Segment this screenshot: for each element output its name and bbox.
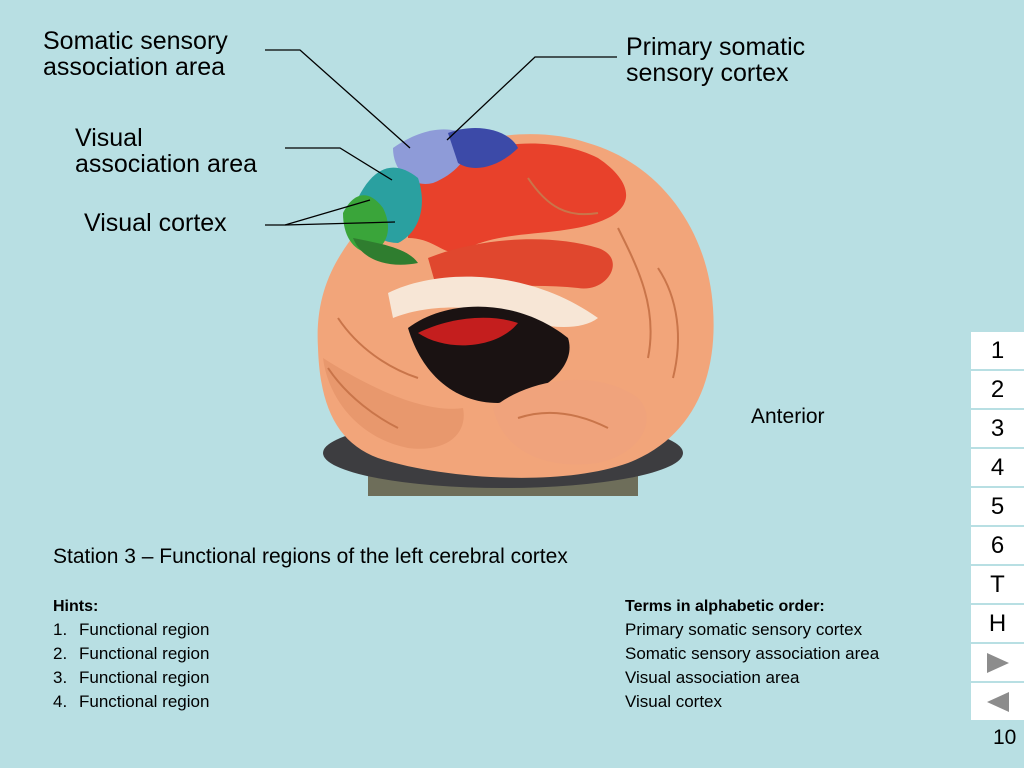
orientation-label: Anterior [751, 405, 825, 428]
previous-button[interactable] [971, 683, 1024, 720]
term-item: Visual cortex [625, 692, 723, 711]
nav-button-1[interactable]: 1 [971, 332, 1024, 369]
term-item: Somatic sensory association area [625, 644, 880, 663]
hint-item: 4.Functional region [53, 692, 210, 711]
primary-somatic-region [408, 143, 627, 253]
hints-list: 1.Functional region 2.Functional region … [53, 618, 209, 714]
terms-heading: Terms in alphabetic order: [625, 598, 825, 615]
hint-item: 3.Functional region [53, 668, 210, 687]
station-navigation: 1 2 3 4 5 6 T H [971, 332, 1024, 722]
label-somatic-association-area: Somatic sensory association area [43, 27, 228, 81]
nav-button-6[interactable]: 6 [971, 527, 1024, 564]
term-item: Primary somatic sensory cortex [625, 620, 863, 639]
nav-button-2[interactable]: 2 [971, 371, 1024, 408]
nav-button-h[interactable]: H [971, 605, 1024, 642]
hint-item: 2.Functional region [53, 644, 210, 663]
somatic-association-region [393, 129, 469, 184]
hint-item: 1.Functional region [53, 620, 210, 639]
inner-red-structure [418, 317, 518, 346]
temporal-lobe [493, 379, 647, 465]
occipital-lobe-lower [323, 358, 464, 449]
label-visual-association-area: Visual association area [75, 124, 258, 178]
label-visual-cortex: Visual cortex [84, 209, 227, 237]
nav-button-4[interactable]: 4 [971, 449, 1024, 486]
label-primary-somatic-sensory-cortex: Primary somatic sensory cortex [626, 33, 806, 87]
terms-list: Primary somatic sensory cortex Somatic s… [625, 618, 879, 714]
station-title: Station 3 – Functional regions of the le… [53, 545, 568, 568]
next-button[interactable] [971, 644, 1024, 681]
nav-button-t[interactable]: T [971, 566, 1024, 603]
corpus-callosum [388, 276, 598, 328]
brain-model-photo [317, 128, 714, 496]
nav-button-3[interactable]: 3 [971, 410, 1024, 447]
nav-button-5[interactable]: 5 [971, 488, 1024, 525]
sulci-lines [327, 177, 679, 429]
page-number: 10 [993, 726, 1017, 749]
play-right-icon [986, 652, 1009, 673]
term-item: Visual association area [625, 668, 800, 687]
hints-heading: Hints: [53, 598, 99, 615]
visual-cortex-fissure [353, 238, 418, 265]
play-left-icon [986, 691, 1009, 712]
